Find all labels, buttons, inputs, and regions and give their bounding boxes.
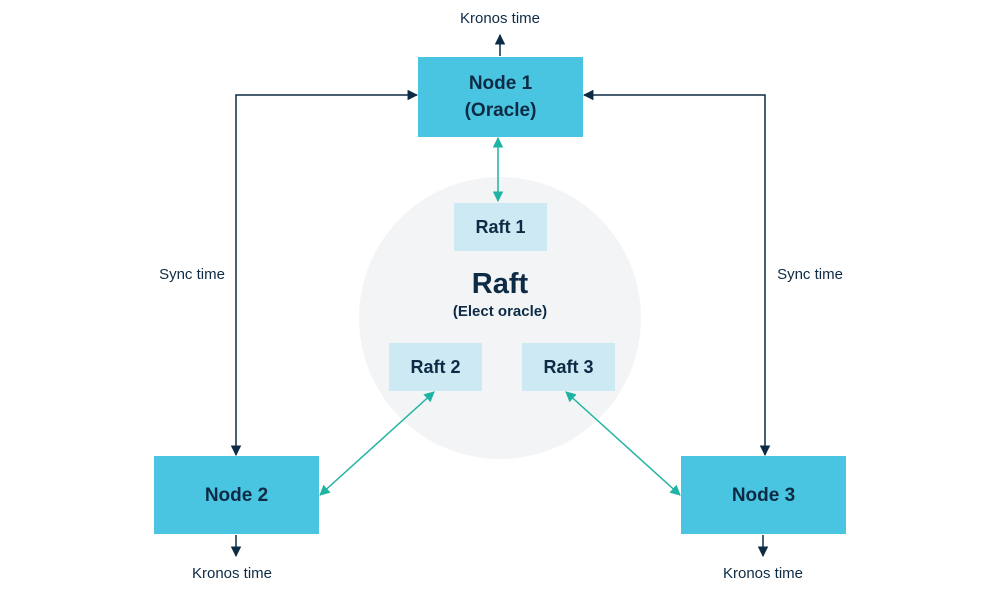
sync-arrow-left (230, 89, 419, 457)
kronos-time-label-top: Kronos time (459, 10, 541, 27)
raft-title: Raft (471, 268, 529, 300)
raft2-node2-arrow (319, 391, 435, 496)
node-2-title: Node 2 (204, 484, 269, 506)
raft-3-box: Raft 3 (522, 343, 615, 391)
raft3-node3-arrow (565, 391, 681, 496)
kronos-time-label-left: Kronos time (191, 565, 273, 582)
node-1-title: Node 1 (468, 73, 533, 94)
raft-2-box: Raft 2 (389, 343, 482, 391)
raft-1-box: Raft 1 (454, 203, 547, 251)
node-3: Node 3 (681, 456, 846, 534)
node-1-role: (Oracle) (464, 100, 537, 121)
raft-2-label: Raft 2 (410, 356, 461, 377)
node-2: Node 2 (154, 456, 319, 534)
sync-time-label-right: Sync time (777, 266, 843, 283)
kronos-time-label-right: Kronos time (722, 565, 804, 582)
sync-time-label-left: Sync time (159, 266, 225, 283)
node-3-title: Node 3 (731, 484, 796, 506)
sync-arrow-right (582, 89, 771, 457)
raft-3-label: Raft 3 (543, 356, 594, 377)
raft-1-label: Raft 1 (475, 216, 526, 237)
raft-subtitle: (Elect oracle) (452, 303, 548, 320)
node-1-oracle: Node 1 (Oracle) (418, 57, 583, 137)
